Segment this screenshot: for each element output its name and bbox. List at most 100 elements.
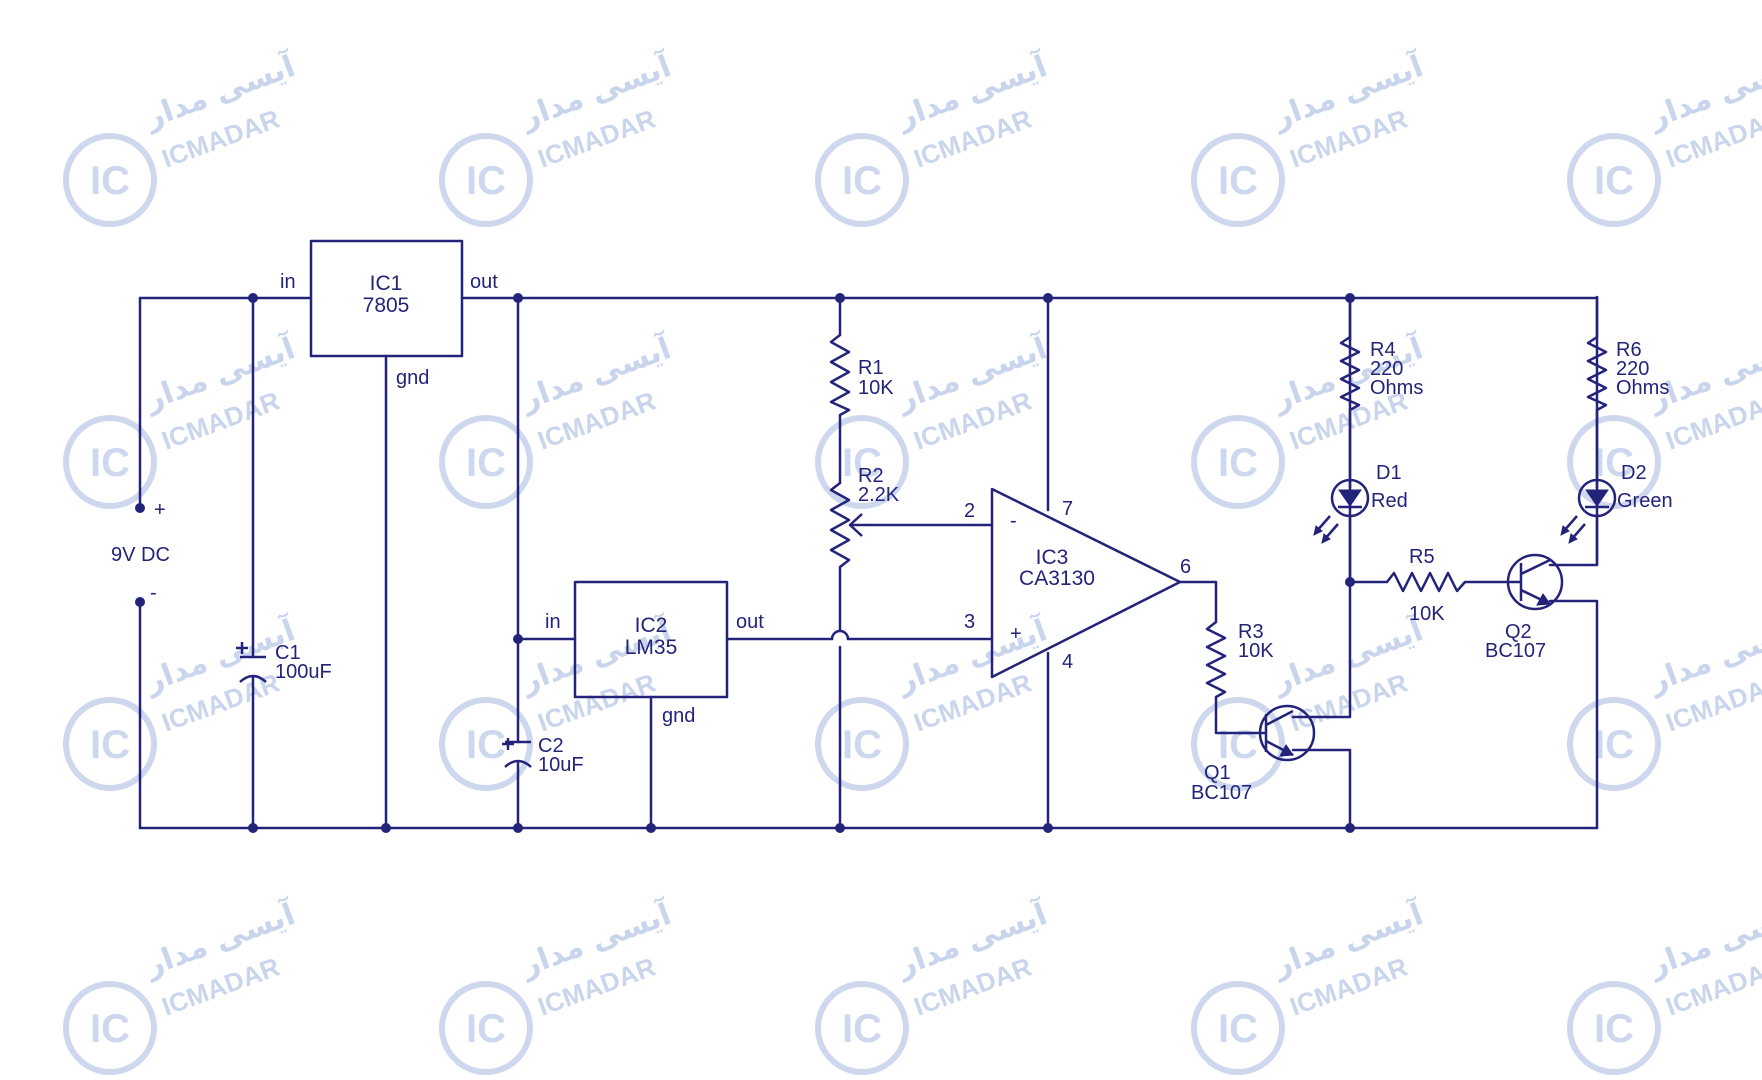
watermark-logo-icon bbox=[439, 133, 533, 227]
c1-value: 100uF bbox=[275, 661, 332, 683]
r6-ref: R6 bbox=[1616, 339, 1642, 361]
watermark-logo-text: IC bbox=[466, 159, 506, 203]
q2-part: BC107 bbox=[1485, 640, 1546, 662]
watermark-logo-icon bbox=[1567, 133, 1661, 227]
resistor-r6: R6 220 Ohms bbox=[1586, 297, 1669, 488]
watermark-logo-text: IC bbox=[466, 723, 506, 767]
q2-ref: Q2 bbox=[1505, 621, 1532, 643]
ic2-part: LM35 bbox=[625, 636, 678, 659]
ic1-regulator: IC1 7805 in out gnd bbox=[280, 239, 498, 389]
watermark-logo-icon bbox=[1191, 415, 1285, 509]
watermark-logo-text: IC bbox=[1594, 723, 1634, 767]
resistor-r1: R1 10K bbox=[829, 334, 894, 417]
transistor-q1: Q1 BC107 bbox=[1191, 704, 1316, 804]
watermark-logo-icon bbox=[1191, 981, 1285, 1075]
d1-ref: D1 bbox=[1376, 462, 1402, 484]
watermark-logo-text: IC bbox=[1218, 441, 1258, 485]
watermark-logo-icon bbox=[815, 133, 909, 227]
c1-ref: C1 bbox=[275, 642, 301, 664]
r6-value: 220 bbox=[1616, 358, 1649, 380]
ic1-part: 7805 bbox=[363, 294, 410, 317]
resistor-r3: R3 10K bbox=[1205, 621, 1274, 699]
d1-color-label: Red bbox=[1371, 490, 1408, 512]
ic1-pin-out: out bbox=[470, 271, 498, 293]
c2-ref: C2 bbox=[538, 735, 564, 757]
ic2-temperature-sensor: IC2 LM35 in out gnd bbox=[545, 580, 764, 727]
ic2-ref: IC2 bbox=[635, 614, 668, 637]
r4-unit: Ohms bbox=[1370, 377, 1423, 399]
ic3-minus-sign: - bbox=[1010, 510, 1017, 532]
wires bbox=[138, 295, 1599, 830]
r5-value: 10K bbox=[1409, 603, 1445, 625]
potentiometer-r2: R2 2.2K bbox=[829, 465, 900, 568]
watermark-logo-text: IC bbox=[1218, 159, 1258, 203]
ic3-opamp: - + IC3 CA3130 2 3 7 4 6 bbox=[964, 487, 1191, 679]
watermark-logo-icon bbox=[63, 981, 157, 1075]
watermark-logo-text: IC bbox=[1594, 1007, 1634, 1051]
power-minus-label: - bbox=[150, 582, 157, 604]
watermark-logo-icon bbox=[439, 415, 533, 509]
ic1-pin-gnd: gnd bbox=[396, 367, 429, 389]
watermark-logo-text: IC bbox=[90, 1007, 130, 1051]
r2-ref: R2 bbox=[858, 465, 884, 487]
q1-part: BC107 bbox=[1191, 782, 1252, 804]
ic3-pin7: 7 bbox=[1062, 498, 1073, 520]
watermark-logo-icon bbox=[1567, 981, 1661, 1075]
c2-value: 10uF bbox=[538, 754, 584, 776]
watermark-logo-icon bbox=[63, 697, 157, 791]
capacitor-c2: C2 10uF bbox=[502, 735, 584, 776]
ic3-ref: IC3 bbox=[1036, 546, 1069, 569]
watermark-logo-icon bbox=[815, 697, 909, 791]
led-d2: D2 Green bbox=[1560, 462, 1673, 565]
q1-ref: Q1 bbox=[1204, 762, 1231, 784]
watermark-logo-text: IC bbox=[1594, 441, 1634, 485]
watermark-logo-text: IC bbox=[842, 723, 882, 767]
watermark-logo-text: IC bbox=[90, 159, 130, 203]
power-input-9v: + 9V DC - bbox=[111, 499, 170, 604]
r1-value: 10K bbox=[858, 377, 894, 399]
watermark-logo-icon bbox=[1567, 697, 1661, 791]
watermark-logo-text: IC bbox=[842, 159, 882, 203]
watermark-logo-text: IC bbox=[1218, 723, 1258, 767]
d2-ref: D2 bbox=[1621, 462, 1647, 484]
watermark-logo-text: IC bbox=[90, 441, 130, 485]
ic1-ref: IC1 bbox=[370, 272, 403, 295]
ic3-pin3: 3 bbox=[964, 611, 975, 633]
ic3-part: CA3130 bbox=[1019, 567, 1095, 590]
watermark-logo-text: IC bbox=[466, 441, 506, 485]
ic2-pin-in: in bbox=[545, 611, 561, 633]
r6-unit: Ohms bbox=[1616, 377, 1669, 399]
r4-value: 220 bbox=[1370, 358, 1403, 380]
watermark-logo-icon bbox=[815, 415, 909, 509]
watermark-logo-text: IC bbox=[842, 441, 882, 485]
watermark-logo-text: IC bbox=[466, 1007, 506, 1051]
watermark-logo-icon bbox=[63, 133, 157, 227]
r2-value: 2.2K bbox=[858, 484, 900, 506]
led-d1: D1 Red bbox=[1313, 462, 1408, 582]
junctions bbox=[135, 293, 1355, 833]
watermark-logo-text: IC bbox=[842, 1007, 882, 1051]
ic1-pin-in: in bbox=[280, 271, 296, 293]
ic2-pin-out: out bbox=[736, 611, 764, 633]
resistor-r4: R4 220 Ohms bbox=[1339, 298, 1423, 488]
watermark-logo-text: IC bbox=[90, 723, 130, 767]
ic3-pin6: 6 bbox=[1180, 556, 1191, 578]
r3-value: 10K bbox=[1238, 640, 1274, 662]
r4-ref: R4 bbox=[1370, 339, 1396, 361]
power-plus-label: + bbox=[154, 499, 166, 521]
r1-ref: R1 bbox=[858, 357, 884, 379]
watermark-logo-text: IC bbox=[1594, 159, 1634, 203]
watermark-logo-icon bbox=[439, 981, 533, 1075]
watermark-logo-icon bbox=[439, 697, 533, 791]
ic3-pin4: 4 bbox=[1062, 651, 1073, 673]
watermark-logo-icon bbox=[1191, 697, 1285, 791]
ic3-plus-sign: + bbox=[1010, 623, 1022, 645]
r5-ref: R5 bbox=[1409, 546, 1435, 568]
ic3-pin2: 2 bbox=[964, 500, 975, 522]
ic2-pin-gnd: gnd bbox=[662, 705, 695, 727]
watermark-logo-text: IC bbox=[1218, 1007, 1258, 1051]
capacitor-c1: C1 100uF bbox=[236, 642, 332, 683]
transistor-q2: Q2 BC107 bbox=[1485, 553, 1564, 662]
resistor-r5: R5 10K bbox=[1386, 546, 1466, 625]
